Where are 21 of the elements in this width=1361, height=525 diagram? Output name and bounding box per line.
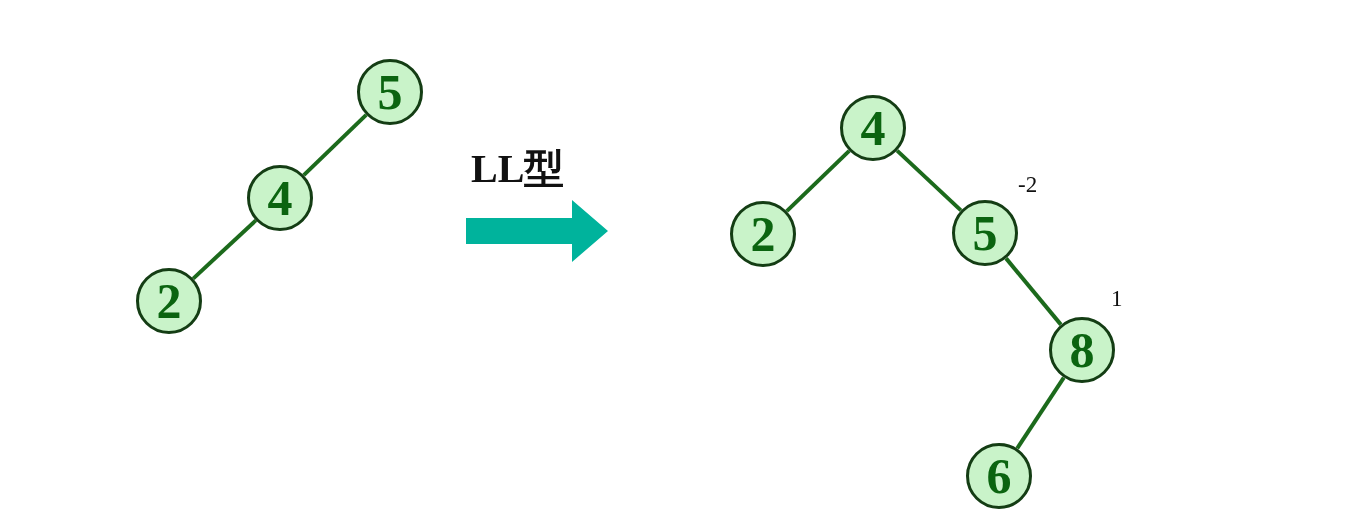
tree-edge — [895, 149, 963, 212]
node-value: 2 — [156, 276, 182, 326]
node-value: 6 — [986, 451, 1012, 501]
tree-edge — [1004, 257, 1063, 326]
balance-factor: 1 — [1111, 287, 1123, 310]
tree-edge — [302, 113, 368, 177]
tree-node-circle — [840, 95, 906, 161]
tree-edge — [1015, 376, 1066, 450]
node-value: 5 — [377, 67, 403, 117]
tree-edge — [785, 149, 851, 213]
tree-edge — [191, 218, 258, 281]
tree-node-circle — [247, 165, 313, 231]
node-value: 4 — [267, 173, 293, 223]
tree-node-circle — [952, 200, 1018, 266]
rotation-type-label: LL型 — [471, 149, 565, 189]
node-value: 5 — [972, 208, 998, 258]
balance-factor: -2 — [1018, 173, 1038, 196]
tree-node-circle — [1049, 317, 1115, 383]
node-value: 8 — [1069, 325, 1095, 375]
node-value: 2 — [750, 209, 776, 259]
node-value: 4 — [860, 103, 886, 153]
